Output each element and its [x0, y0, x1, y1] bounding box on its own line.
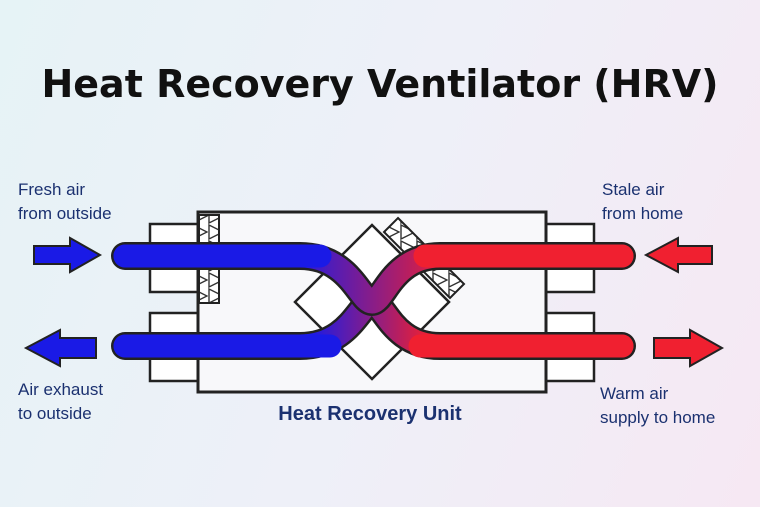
warm-air-label: Warm air supply to home: [600, 382, 715, 430]
air-exhaust-label-line2: to outside: [18, 404, 92, 423]
stale-air-arrow-icon: [643, 236, 713, 274]
unit-label: Heat Recovery Unit: [278, 403, 462, 425]
stale-air-label: Stale air from home: [602, 178, 683, 226]
fresh-path: [113, 244, 634, 314]
fresh-air-label-line1: Fresh air: [18, 180, 86, 199]
warm-air-label-line2: supply to home: [600, 408, 716, 427]
diagram-title: Heat Recovery Ventilator (HRV): [41, 62, 719, 106]
duct-stubs: [148, 222, 596, 383]
stale-air-label-line2: from home: [602, 204, 684, 223]
stale-air-label-line1: Stale air: [602, 180, 665, 199]
exhaust-arrow-icon: [23, 328, 97, 368]
warm-air-arrow-icon: [653, 328, 725, 368]
air-exhaust-label: Air exhaust to outside: [18, 378, 103, 426]
air-exhaust-label-line1: Air exhaust: [18, 380, 104, 399]
warm-air-label-line1: Warm air: [600, 384, 669, 403]
fresh-air-label-line2: from outside: [18, 204, 112, 223]
fresh-air-arrow-icon: [33, 236, 103, 274]
fresh-air-label: Fresh air from outside: [18, 178, 112, 226]
